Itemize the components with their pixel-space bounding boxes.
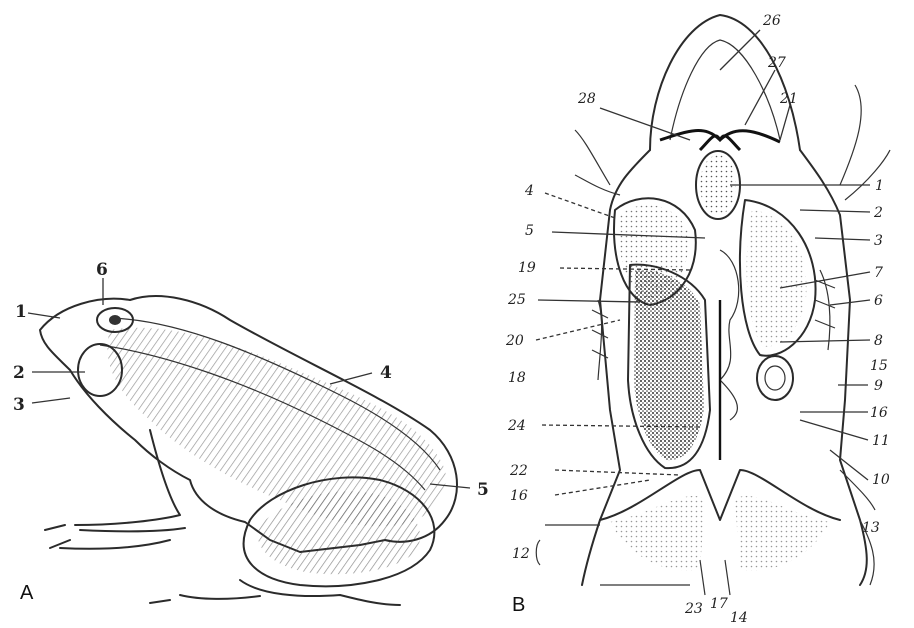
panel-label-b: B	[512, 594, 525, 616]
anatomy-label-28: 28	[577, 91, 596, 107]
anatomy-label-15: 15	[870, 358, 888, 374]
anatomy-label-27: 27	[767, 55, 786, 71]
anatomy-label-13: 13	[862, 520, 880, 536]
frog-label-3: 3	[13, 395, 25, 415]
anatomy-label-20: 20	[505, 333, 524, 349]
anatomy-label-7: 7	[874, 265, 883, 281]
anatomy-label-14: 14	[730, 610, 748, 626]
anatomy-label-17: 17	[710, 596, 728, 612]
anatomy-label-12: 12	[512, 546, 530, 562]
anatomy-label-18: 18	[508, 370, 526, 386]
anatomy-label-6: 6	[874, 293, 883, 309]
frog-label-5: 5	[477, 480, 489, 500]
anatomy-label-11: 11	[872, 433, 890, 449]
anatomy-label-8: 8	[874, 333, 883, 349]
anatomy-label-9: 9	[874, 378, 883, 394]
anatomy-label-26: 26	[762, 13, 781, 29]
anatomy-label-2: 2	[873, 205, 883, 221]
anatomy-label-19: 19	[518, 260, 536, 276]
anatomy-label-4: 4	[524, 183, 534, 199]
frog-external-drawing	[28, 278, 470, 605]
anatomy-label-5: 5	[525, 223, 534, 239]
anatomy-label-21: 21	[779, 91, 798, 107]
frog-label-4: 4	[380, 363, 392, 383]
anatomy-label-23: 23	[684, 601, 703, 617]
frog-label-1: 1	[15, 302, 27, 322]
anatomy-label-24: 24	[507, 418, 526, 434]
panel-label-a: A	[20, 582, 34, 604]
frog-label-6: 6	[96, 260, 108, 280]
anatomy-label-10: 10	[872, 472, 890, 488]
anatomy-label-16-right: 16	[870, 405, 888, 421]
anatomy-label-22: 22	[509, 463, 528, 479]
anatomy-label-16-left: 16	[510, 488, 528, 504]
anatomy-label-3: 3	[874, 233, 883, 249]
frog-label-2: 2	[13, 363, 25, 383]
anatomy-label-25: 25	[507, 292, 526, 308]
anatomy-label-1: 1	[875, 178, 884, 194]
